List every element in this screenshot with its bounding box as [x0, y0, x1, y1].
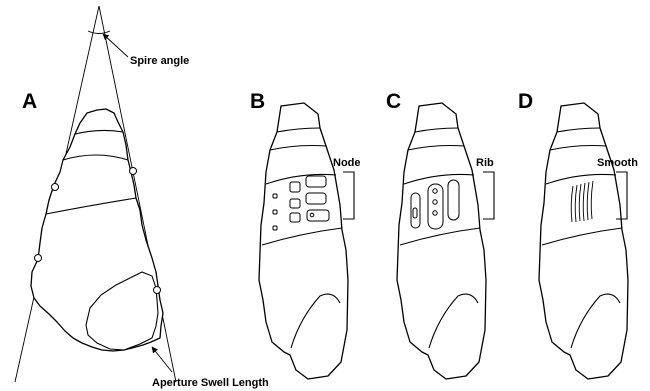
panel-c-letter: C	[386, 90, 401, 113]
node-bracket	[343, 172, 354, 219]
measure-point-3	[35, 255, 42, 262]
measure-point-2	[130, 168, 137, 175]
panel-a: A Spire angle Aperture Swell Length	[15, 6, 269, 389]
smooth-label: Smooth	[597, 157, 638, 169]
aperture-swell-arrow	[152, 347, 172, 372]
panel-d: D Smooth	[518, 90, 638, 379]
shell-b-outline	[259, 103, 348, 379]
panel-b-letter: B	[250, 90, 265, 113]
panel-d-letter: D	[518, 90, 533, 113]
spire-angle-label: Spire angle	[130, 55, 189, 67]
node-label: Node	[333, 157, 361, 169]
measure-point-4	[154, 287, 161, 294]
panel-b: B Node	[250, 90, 361, 379]
rib-bracket	[483, 172, 494, 219]
spire-angle-arc	[88, 31, 110, 34]
shell-a-outline	[31, 109, 163, 351]
rib-label: Rib	[476, 157, 494, 169]
shell-c-outline	[397, 103, 486, 379]
panel-c: C Rib	[386, 90, 494, 379]
aperture-swell-label: Aperture Swell Length	[152, 377, 269, 389]
measure-point-1	[52, 184, 59, 191]
shell-d-outline	[539, 103, 628, 379]
panel-a-letter: A	[22, 90, 37, 113]
